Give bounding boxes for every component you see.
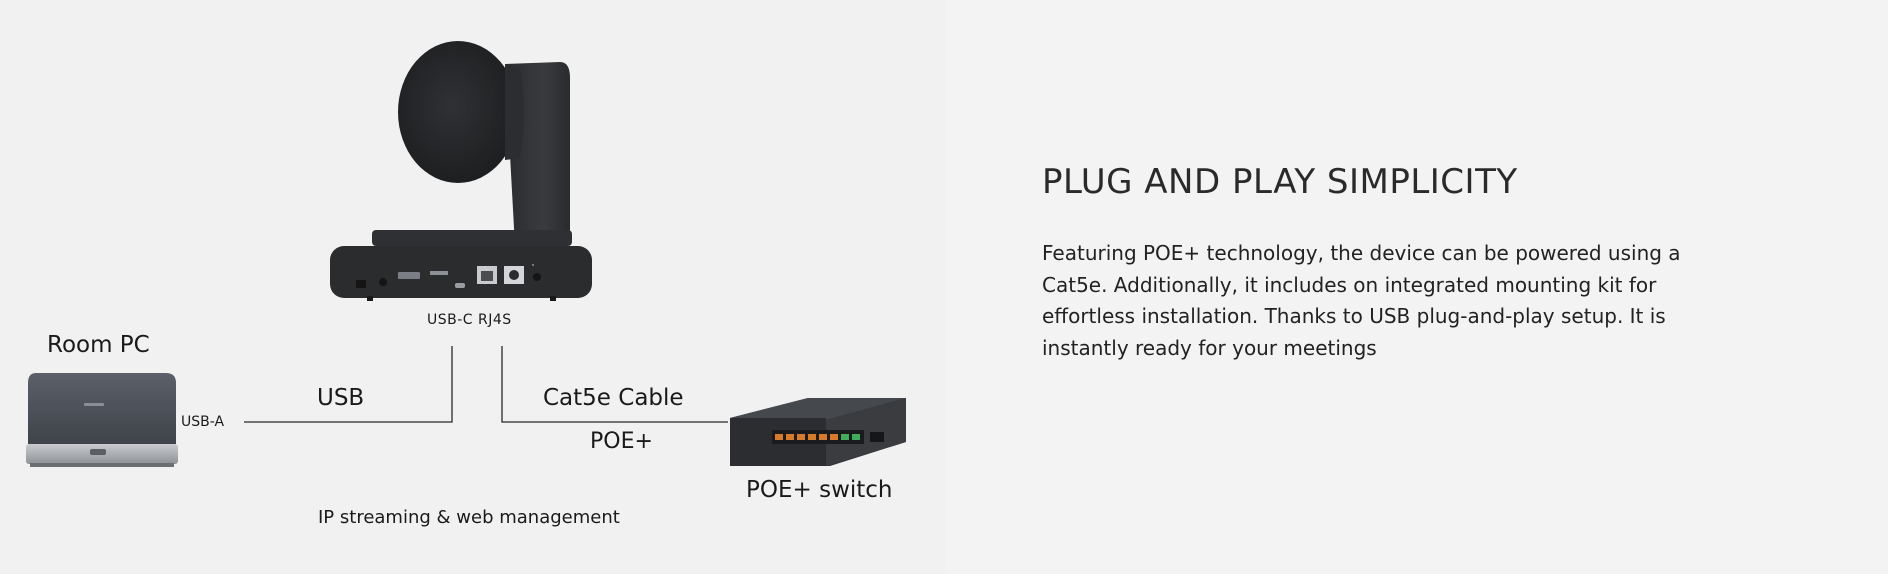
poe-switch-label: POE+ switch bbox=[746, 477, 893, 503]
room-pc-device bbox=[26, 373, 178, 467]
camera-ports-label: USB-C RJ4S bbox=[427, 312, 512, 328]
feature-title: PLUG AND PLAY SIMPLICITY bbox=[1042, 162, 1518, 202]
poe-switch-device bbox=[730, 398, 906, 466]
room-pc-label: Room PC bbox=[47, 332, 150, 358]
poe-label: POE+ bbox=[590, 429, 653, 454]
usb-label: USB bbox=[317, 385, 365, 411]
feature-panel bbox=[946, 0, 1888, 574]
ptz-camera bbox=[330, 41, 592, 301]
cat5e-cable-label: Cat5e Cable bbox=[543, 385, 684, 411]
ip-streaming-label: IP streaming & web management bbox=[318, 507, 620, 528]
usb-a-label: USB-A bbox=[181, 414, 225, 430]
feature-description: Featuring POE+ technology, the device ca… bbox=[1042, 241, 1681, 360]
connection-diagram bbox=[26, 41, 906, 467]
cable-lines bbox=[244, 346, 728, 423]
